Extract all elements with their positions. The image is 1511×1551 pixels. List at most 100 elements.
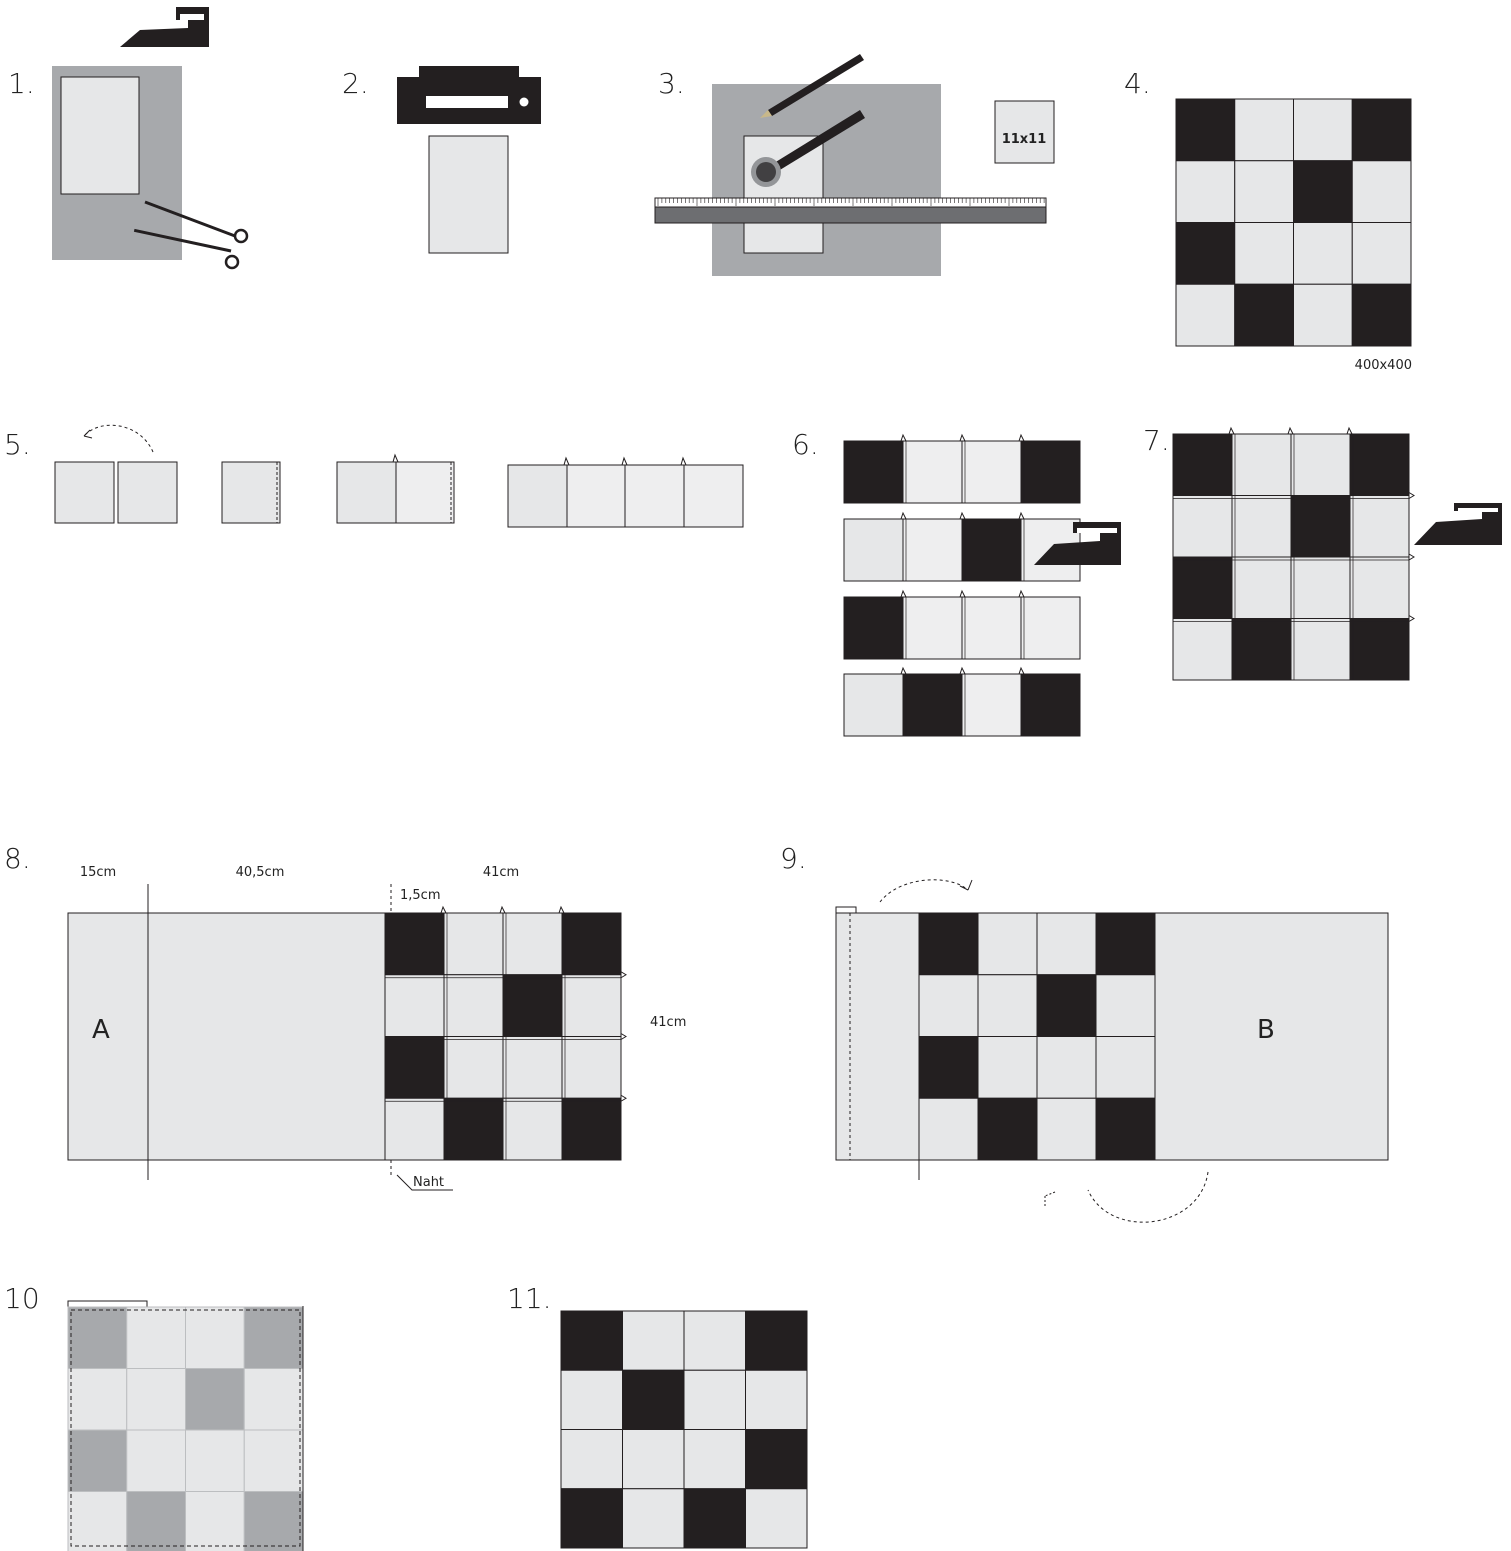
cut-square: 11x11 bbox=[995, 101, 1054, 163]
light-square bbox=[385, 975, 444, 1037]
seam-label: Naht bbox=[413, 1175, 444, 1190]
dark-square bbox=[1352, 284, 1411, 346]
seam-notch bbox=[1409, 554, 1414, 560]
paper-pattern bbox=[61, 77, 139, 194]
dark-square bbox=[1350, 619, 1409, 681]
light-square bbox=[127, 1369, 186, 1431]
seam-callout: Naht bbox=[397, 1175, 453, 1190]
light-square bbox=[1176, 284, 1235, 346]
dark-square bbox=[1173, 557, 1232, 619]
light-square bbox=[68, 1369, 127, 1431]
light-square bbox=[562, 1037, 621, 1099]
seam-notch bbox=[559, 907, 564, 913]
step-8-number: 8. bbox=[4, 842, 31, 875]
light-square bbox=[962, 674, 1021, 736]
light-square bbox=[444, 1037, 503, 1099]
sewn-pair bbox=[337, 455, 454, 523]
seam-notch bbox=[1409, 616, 1414, 622]
seam-notch bbox=[901, 435, 906, 441]
light-square bbox=[903, 519, 962, 581]
light-square bbox=[1291, 619, 1350, 681]
dark-square bbox=[244, 1307, 303, 1369]
dark-square bbox=[1291, 496, 1350, 558]
light-square bbox=[1232, 434, 1291, 496]
dimension-41cm-side: 41cm bbox=[650, 1015, 686, 1030]
light-square bbox=[127, 1307, 186, 1369]
dark-square bbox=[978, 1098, 1037, 1160]
dark-square bbox=[1232, 619, 1291, 681]
dark-square bbox=[68, 1430, 127, 1492]
seam-notch bbox=[960, 668, 965, 674]
light-square bbox=[919, 975, 978, 1037]
seam-notch bbox=[500, 907, 505, 913]
seam-notch bbox=[1019, 513, 1024, 519]
light-square bbox=[746, 1370, 808, 1429]
square-left bbox=[55, 462, 114, 523]
step-9: 9. B bbox=[780, 842, 1388, 1222]
template-square bbox=[744, 136, 823, 253]
light-square bbox=[1291, 434, 1350, 496]
seam-notch bbox=[901, 513, 906, 519]
dark-square bbox=[244, 1492, 303, 1551]
fold-arrow-bottom-icon bbox=[1045, 1172, 1208, 1222]
printed-page bbox=[429, 136, 508, 253]
dark-square bbox=[1294, 161, 1353, 223]
light-square bbox=[561, 1430, 623, 1489]
light-square bbox=[1350, 557, 1409, 619]
step-5-number: 5. bbox=[4, 428, 31, 461]
light-square bbox=[562, 975, 621, 1037]
light-square bbox=[1294, 99, 1353, 161]
light-square bbox=[684, 1370, 746, 1429]
step-11: 11. bbox=[507, 1282, 807, 1548]
light-square bbox=[444, 913, 503, 975]
dimension-41cm-top: 41cm bbox=[483, 865, 519, 880]
dark-square bbox=[1350, 434, 1409, 496]
light-square bbox=[903, 441, 962, 503]
light-square bbox=[1037, 913, 1096, 975]
light-square bbox=[1096, 1037, 1155, 1099]
patchwork-block bbox=[919, 913, 1155, 1160]
light-square bbox=[1294, 223, 1353, 285]
light-square bbox=[385, 1098, 444, 1160]
light-square bbox=[962, 441, 1021, 503]
panel-a-label: A bbox=[92, 1015, 110, 1045]
dark-square bbox=[561, 1311, 623, 1370]
light-square bbox=[1096, 975, 1155, 1037]
seam-notch bbox=[621, 1034, 626, 1040]
step-6-number: 6. bbox=[792, 428, 819, 461]
light-square bbox=[244, 1369, 303, 1431]
dark-square bbox=[127, 1492, 186, 1551]
seam-notch bbox=[621, 1095, 626, 1101]
step-4: 4. 400x400 bbox=[1124, 67, 1412, 373]
step-7-number: 7. bbox=[1143, 424, 1170, 457]
light-square bbox=[1037, 1098, 1096, 1160]
light-square bbox=[1350, 496, 1409, 558]
seam-notch bbox=[960, 513, 965, 519]
seam-notch bbox=[1019, 435, 1024, 441]
dark-square bbox=[68, 1307, 127, 1369]
folded-edge bbox=[68, 1301, 147, 1307]
step-1: 1. bbox=[8, 7, 247, 268]
dark-square bbox=[844, 597, 903, 659]
dark-square bbox=[385, 1037, 444, 1099]
iron-icon bbox=[120, 7, 209, 47]
folded-edge bbox=[836, 907, 856, 913]
finished-cushion bbox=[561, 1311, 807, 1548]
layout-grid bbox=[1176, 99, 1411, 346]
seam-notch bbox=[1288, 428, 1293, 434]
patchwork-block bbox=[385, 907, 626, 1160]
dimension-1-5cm: 1,5cm bbox=[400, 888, 441, 903]
light-square bbox=[844, 519, 903, 581]
sewn-row bbox=[508, 458, 743, 527]
light-square bbox=[1235, 99, 1294, 161]
seam-notch bbox=[441, 907, 446, 913]
seam-notch bbox=[1019, 591, 1024, 597]
printer-icon bbox=[397, 66, 541, 124]
dark-square bbox=[1096, 913, 1155, 975]
dark-square bbox=[1021, 674, 1080, 736]
light-square bbox=[186, 1307, 245, 1369]
light-square bbox=[844, 674, 903, 736]
seam-notch bbox=[960, 591, 965, 597]
grid-size-label: 400x400 bbox=[1355, 358, 1412, 373]
seam-notch bbox=[901, 668, 906, 674]
